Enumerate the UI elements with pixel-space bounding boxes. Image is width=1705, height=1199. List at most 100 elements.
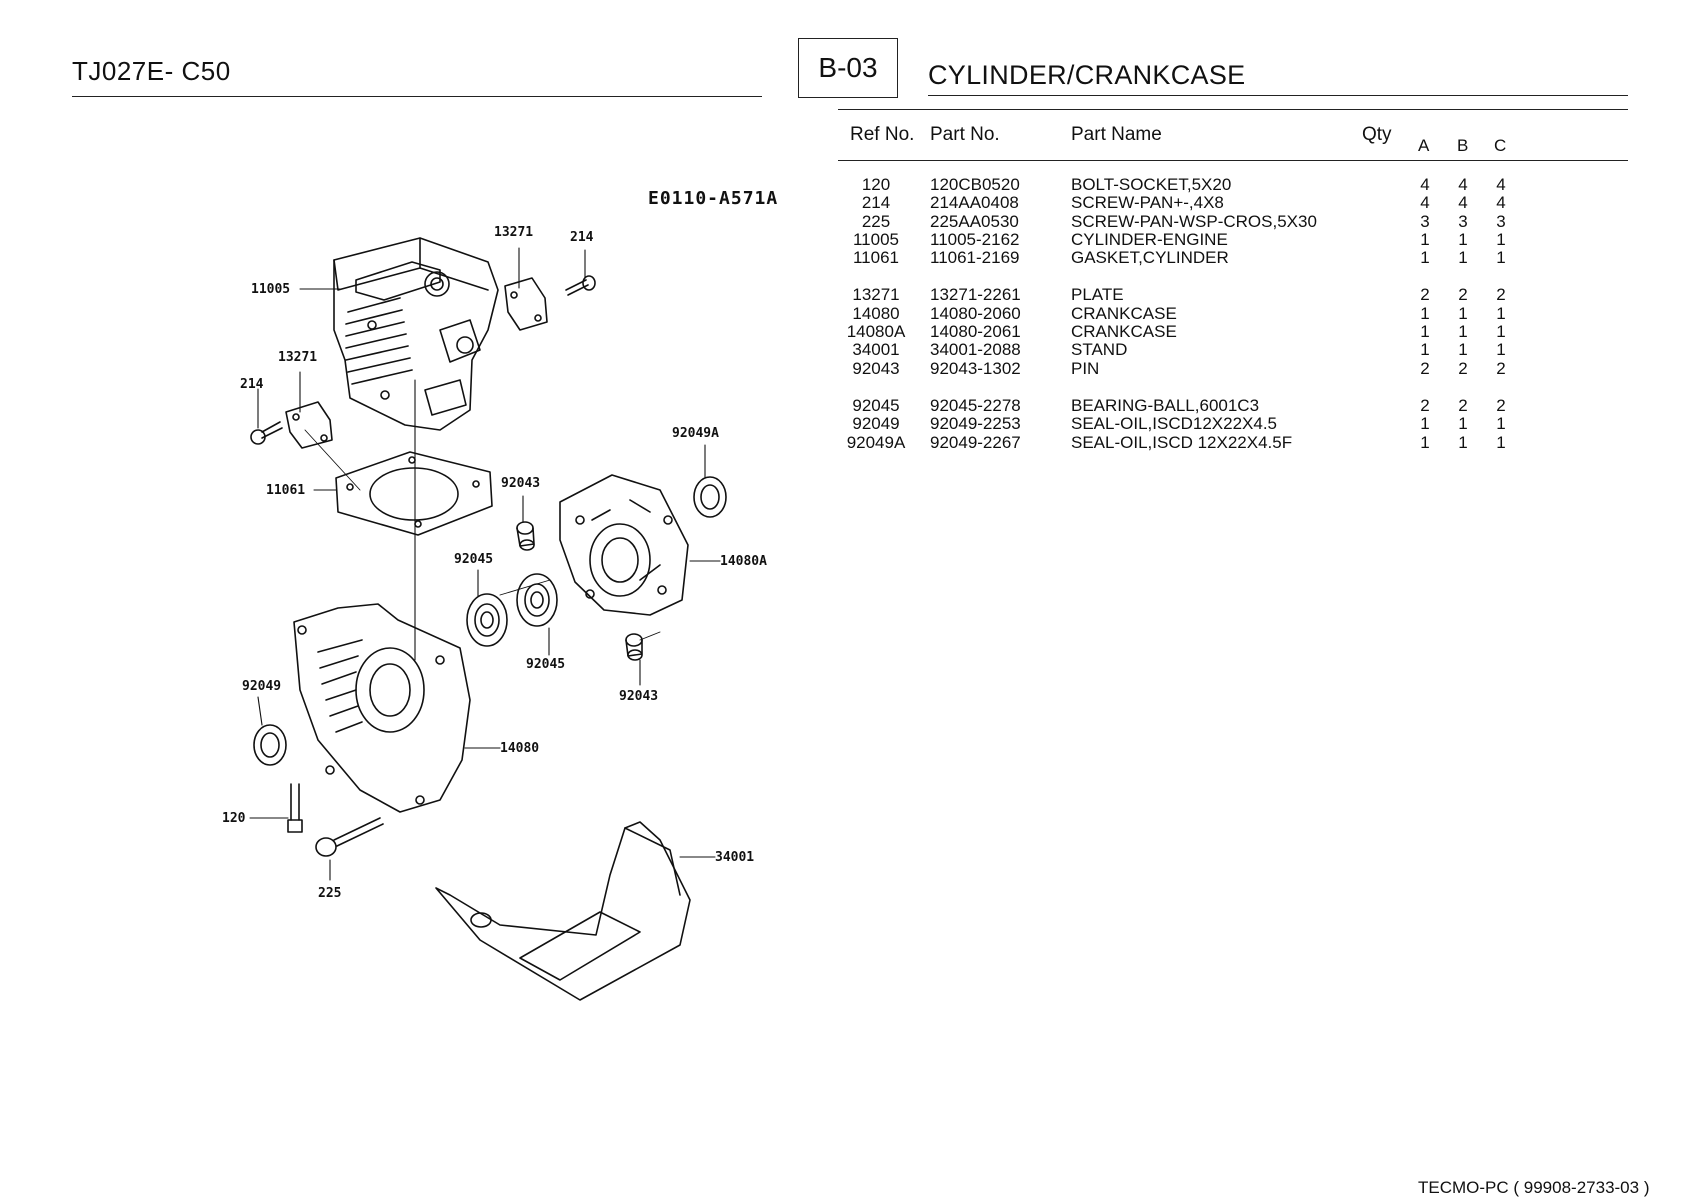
plate-part-left: [285, 401, 333, 449]
callout-34001: 34001: [715, 850, 754, 865]
diagram-code: E0110-A571A: [648, 188, 779, 209]
cylinder-engine-part: [333, 237, 499, 431]
qty-b: 1: [1458, 322, 1468, 342]
ref-no: 14080: [852, 303, 900, 323]
callout-92049a: 92049A: [672, 426, 719, 441]
qty-c: 1: [1496, 414, 1506, 434]
qty-c: 1: [1496, 322, 1506, 342]
gasket-part: [335, 451, 493, 536]
qty-b: 1: [1458, 303, 1468, 323]
table-header-rule: [838, 160, 1628, 161]
part-no: 13271-2261: [930, 285, 1021, 305]
header-rule-left: [72, 96, 762, 97]
qty-b: 2: [1458, 285, 1468, 305]
ref-no: 13271: [852, 285, 900, 305]
callout-13271-left: 13271: [278, 350, 317, 365]
part-name: SCREW-PAN-WSP-CROS,5X30: [1071, 211, 1317, 231]
part-name: CYLINDER-ENGINE: [1071, 229, 1228, 249]
qty-b: 2: [1458, 395, 1468, 415]
qty-a: 4: [1420, 175, 1430, 194]
qty-a: 1: [1420, 303, 1430, 323]
exploded-parts-diagram: 13271 214 11005 13271 214 92049A 11061 9…: [222, 225, 767, 1001]
callout-92043-top: 92043: [501, 476, 540, 491]
part-name: PIN: [1071, 358, 1100, 378]
section-title: CYLINDER/CRANKCASE: [928, 60, 1246, 90]
callout-120: 120: [222, 811, 246, 826]
screw-part-top: [565, 275, 596, 296]
part-name: PLATE: [1071, 285, 1124, 305]
crankcase-part: [293, 603, 471, 813]
oil-seal-part: [253, 724, 287, 766]
qty-c: 3: [1496, 211, 1506, 231]
callout-214-left: 214: [240, 377, 264, 392]
qty-b: 2: [1458, 358, 1468, 378]
qty-c: 2: [1496, 358, 1506, 378]
part-no: 92043-1302: [930, 358, 1021, 378]
pin-part-top: [516, 521, 535, 551]
ref-no: 92045: [852, 395, 900, 415]
column-header-part-name: Part Name: [1071, 124, 1162, 145]
pin-part-bottom: [625, 633, 643, 661]
qty-a: 1: [1420, 340, 1430, 360]
table-row: 120 120CB0520 BOLT-SOCKET,5X20 4 4 4: [838, 176, 1628, 194]
qty-a: 2: [1420, 358, 1430, 378]
part-no: 92045-2278: [930, 395, 1021, 415]
model-title: TJ027E- C50: [72, 56, 231, 86]
qty-a: 2: [1420, 285, 1430, 305]
part-no: 14080-2060: [930, 303, 1021, 323]
column-header-qty-c: C: [1494, 136, 1507, 155]
qty-b: 1: [1458, 414, 1468, 434]
table-row: 92049A 92049-2267 SEAL-OIL,ISCD 12X22X4.…: [838, 432, 1628, 452]
qty-a: 1: [1420, 322, 1430, 342]
part-name: STAND: [1071, 340, 1128, 360]
qty-b: 3: [1458, 211, 1468, 231]
ref-no: 92049A: [846, 432, 906, 452]
ref-no: 14080A: [846, 322, 906, 342]
ref-no: 120: [861, 175, 891, 194]
parts-table: 120 120CB0520 BOLT-SOCKET,5X20 4 4 4 214…: [838, 176, 1628, 452]
callout-92045-left: 92045: [454, 552, 493, 567]
part-name: CRANKCASE: [1071, 303, 1177, 323]
callout-11005: 11005: [251, 282, 290, 297]
ball-bearing-part-right: [516, 573, 558, 627]
oil-seal-part-a: [693, 476, 727, 518]
column-header-qty-a: A: [1418, 136, 1430, 155]
callout-11061: 11061: [266, 483, 305, 498]
callout-14080a: 14080A: [720, 554, 767, 569]
qty-c: 2: [1496, 285, 1506, 305]
part-name: GASKET,CYLINDER: [1071, 248, 1229, 268]
qty-b: 1: [1458, 229, 1468, 249]
part-name: SEAL-OIL,ISCD 12X22X4.5F: [1071, 432, 1293, 452]
qty-a: 1: [1420, 248, 1430, 268]
table-row: 92045 92045-2278 BEARING-BALL,6001C3 2 2…: [838, 395, 1628, 415]
qty-c: 1: [1496, 303, 1506, 323]
qty-b: 1: [1458, 340, 1468, 360]
bolt-socket-part: [287, 783, 303, 833]
ref-no: 92043: [852, 358, 900, 378]
header-rule-right: [928, 95, 1628, 96]
table-row: 92049 92049-2253 SEAL-OIL,ISCD12X22X4.5 …: [838, 415, 1628, 433]
part-name: BEARING-BALL,6001C3: [1071, 395, 1260, 415]
qty-b: 1: [1458, 432, 1468, 452]
part-name: SEAL-OIL,ISCD12X22X4.5: [1071, 414, 1278, 434]
qty-c: 4: [1496, 193, 1506, 213]
qty-a: 1: [1420, 432, 1430, 452]
table-row: 92043 92043-1302 PIN 2 2 2: [838, 358, 1628, 378]
screw-washer-part: [315, 817, 384, 857]
part-no: 34001-2088: [930, 340, 1021, 360]
part-no: 14080-2061: [930, 322, 1021, 342]
qty-b: 1: [1458, 248, 1468, 268]
table-row: 14080 14080-2060 CRANKCASE 1 1 1: [838, 303, 1628, 323]
table-row: 34001 34001-2088 STAND 1 1 1: [838, 341, 1628, 359]
part-no: 120CB0520: [930, 175, 1020, 194]
ref-no: 214: [861, 193, 891, 213]
part-name: BOLT-SOCKET,5X20: [1071, 175, 1232, 194]
callout-14080: 14080: [500, 741, 539, 756]
callout-92043-bottom: 92043: [619, 689, 658, 704]
ref-no: 92049: [852, 414, 900, 434]
ref-no: 225: [861, 211, 891, 231]
stand-part: [435, 821, 691, 1001]
part-no: 92049-2267: [930, 432, 1021, 452]
footer-reference: TECMO-PC ( 99908-2733-03 ): [1418, 1178, 1650, 1197]
